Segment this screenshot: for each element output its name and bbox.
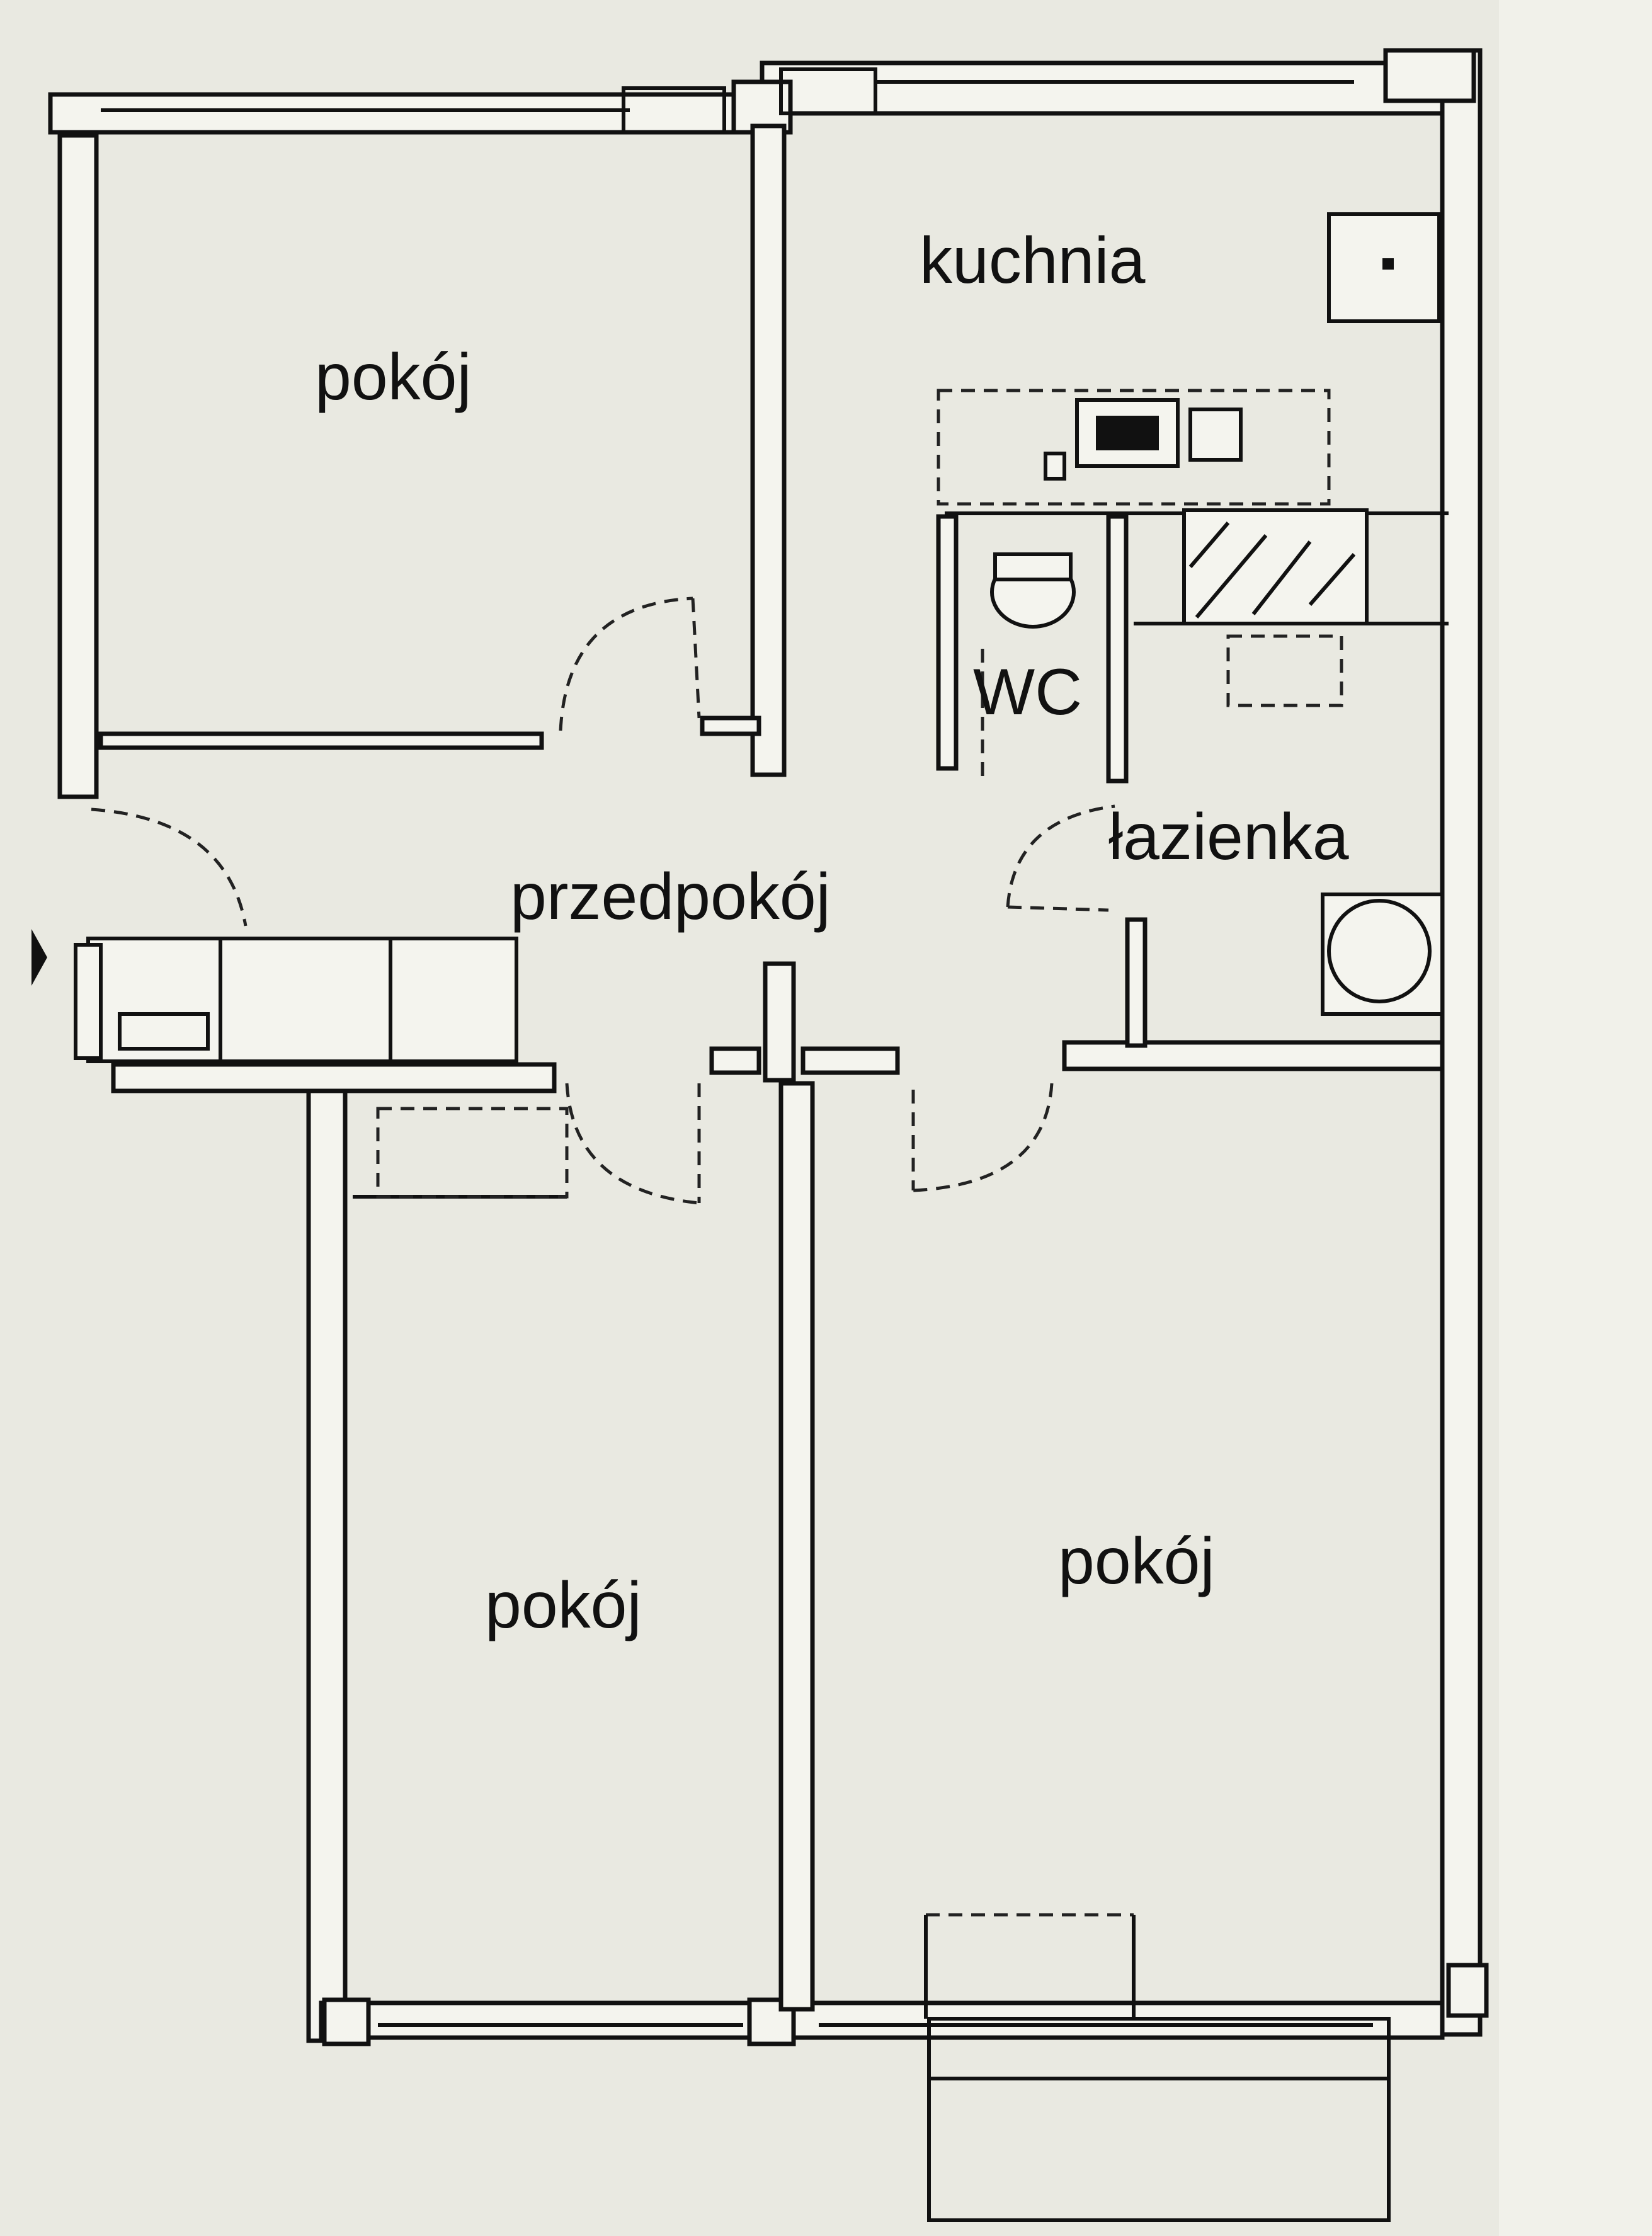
room-label-hallway: przedpokój	[510, 860, 831, 933]
hallway-fixtures	[31, 929, 569, 1199]
exterior-walls	[48, 48, 1489, 2046]
balcony	[924, 1915, 1391, 2222]
interior-walls	[98, 123, 1449, 2012]
room-label-bedroom-bottom-left: pokój	[485, 1569, 642, 1642]
room-label-wc: WC	[973, 656, 1083, 729]
room-label-living-room: pokój	[1058, 1525, 1215, 1598]
room-label-kitchen: kuchnia	[920, 224, 1146, 297]
kitchen-fixtures	[937, 212, 1441, 625]
room-label-bedroom-top-left: pokój	[315, 341, 472, 414]
wc-fixtures	[990, 552, 1076, 629]
room-label-bathroom: łazienka	[1108, 801, 1349, 874]
bathroom-fixtures	[1226, 634, 1444, 1016]
window-frames	[101, 67, 1373, 2027]
door-swings	[91, 596, 1134, 1917]
